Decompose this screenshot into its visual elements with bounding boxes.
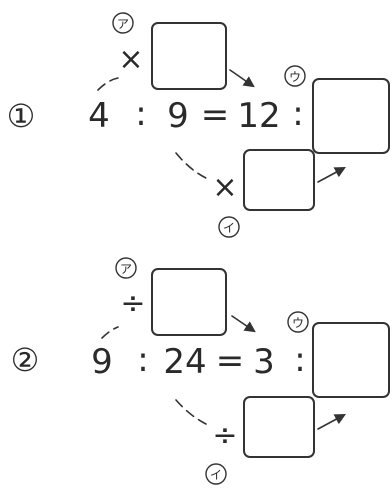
- arrow-top: [229, 69, 255, 88]
- label-u-mark: ウ: [284, 65, 306, 87]
- label-a-mark: ア: [115, 257, 137, 279]
- label-i-mark: イ: [218, 216, 240, 238]
- term-a: 9: [91, 342, 113, 382]
- multiply-operator-top: ×: [118, 42, 143, 77]
- label-u-text: ウ: [289, 70, 301, 84]
- problem-2: ア ÷ ウ ② 9 : 24 = 3 : ÷: [11, 257, 390, 485]
- arrow-bottom: [317, 166, 346, 183]
- label-i-text: イ: [223, 221, 235, 235]
- problem-1: ア × ウ ① 4 : 9 = 12 : ×: [7, 12, 390, 238]
- answer-box-i[interactable]: [243, 396, 315, 458]
- label-a-mark: ア: [112, 12, 134, 34]
- answer-box-u[interactable]: [312, 78, 390, 154]
- answer-box-i[interactable]: [243, 149, 315, 211]
- term-b: 24: [163, 342, 206, 382]
- answer-box-a[interactable]: [151, 268, 227, 336]
- label-u-text: ウ: [292, 316, 304, 330]
- answer-box-a[interactable]: [151, 22, 227, 90]
- problem-number: ①: [7, 97, 36, 135]
- answer-box-u[interactable]: [312, 322, 390, 398]
- term-c: 3: [253, 342, 275, 382]
- connector-top-left: [101, 326, 119, 339]
- multiply-operator-bottom: ×: [212, 170, 237, 205]
- colon-2: :: [294, 340, 305, 380]
- connector-bottom-left: [175, 399, 207, 425]
- colon-1: :: [137, 340, 148, 380]
- connector-bottom-left: [175, 152, 207, 179]
- arrow-top: [231, 315, 256, 333]
- label-a-text: ア: [120, 262, 132, 276]
- problem-number: ②: [11, 341, 40, 379]
- term-a: 4: [88, 96, 110, 136]
- term-b: 9: [167, 96, 189, 136]
- equals-sign: =: [201, 95, 230, 135]
- divide-operator-top: ÷: [120, 286, 145, 321]
- divide-operator-bottom: ÷: [212, 418, 237, 453]
- label-i-mark: イ: [205, 463, 227, 485]
- connector-top-left: [97, 77, 119, 91]
- arrow-bottom: [317, 413, 346, 430]
- term-c: 12: [237, 96, 280, 136]
- colon-1: :: [135, 94, 146, 134]
- label-u-mark: ウ: [287, 311, 309, 333]
- label-i-text: イ: [210, 468, 222, 482]
- label-a-text: ア: [117, 17, 129, 31]
- equals-sign: =: [216, 341, 245, 381]
- colon-2: :: [292, 94, 303, 134]
